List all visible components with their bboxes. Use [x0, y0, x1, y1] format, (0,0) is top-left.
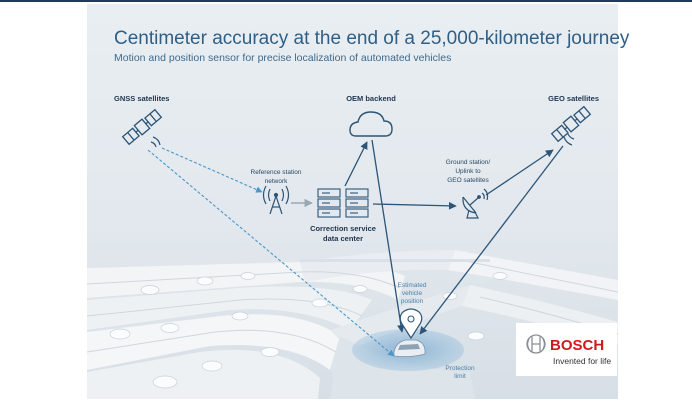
geo-satellite-icon	[550, 105, 592, 143]
arrow-cloud-to-vehicle	[371, 139, 405, 333]
arrow-datacenter-to-cloud	[344, 141, 368, 187]
arrow-gnss-to-vehicle	[147, 149, 395, 357]
top-rule	[0, 0, 692, 2]
bosch-wordmark: BOSCH	[550, 337, 604, 354]
label-protection-limit-2: limit	[454, 373, 466, 380]
label-estimated-position-1: Estimated	[398, 282, 427, 289]
label-estimated-position-2: vehicle	[402, 290, 423, 297]
label-ground-station-3: GEO satellites	[447, 177, 489, 184]
bosch-armature-icon	[526, 334, 546, 354]
label-gnss-satellites: GNSS satellites	[114, 94, 169, 103]
bosch-tagline: Invented for life	[553, 356, 611, 366]
arrow-geo-to-vehicle	[419, 145, 564, 335]
label-geo-satellites: GEO satellites	[548, 94, 599, 103]
reference-station-icon	[262, 185, 290, 215]
ground-station-dish-icon	[462, 188, 489, 219]
arrow-ground-to-geo	[485, 149, 554, 196]
label-estimated-position-3: position	[401, 298, 424, 305]
label-ground-station-2: Uplink to	[455, 168, 481, 175]
gnss-satellite-icon	[121, 108, 163, 146]
gnss-signal-icon	[150, 136, 161, 148]
page-subtitle: Motion and position sensor for precise l…	[114, 52, 451, 64]
bosch-logo: BOSCH Invented for life	[516, 323, 617, 376]
label-ground-station-1: Ground station/	[446, 159, 491, 166]
vehicle-icon	[393, 339, 426, 358]
server-rack-icon	[317, 188, 369, 218]
geo-signal-icon	[563, 133, 575, 146]
page-title: Centimeter accuracy at the end of a 25,0…	[114, 28, 630, 49]
arrow-gnss-to-reference	[161, 147, 263, 193]
arrow-datacenter-to-ground	[372, 201, 457, 210]
label-correction-service-2: data center	[323, 234, 363, 243]
label-correction-service-1: Correction service	[310, 224, 376, 233]
cloud-icon	[349, 111, 393, 137]
label-oem-backend: OEM backend	[346, 94, 396, 103]
label-protection-limit-1: Protection	[445, 365, 475, 372]
location-pin-icon	[399, 308, 423, 340]
label-reference-station-2: network	[265, 178, 289, 185]
label-reference-station-1: Reference station	[251, 169, 302, 176]
